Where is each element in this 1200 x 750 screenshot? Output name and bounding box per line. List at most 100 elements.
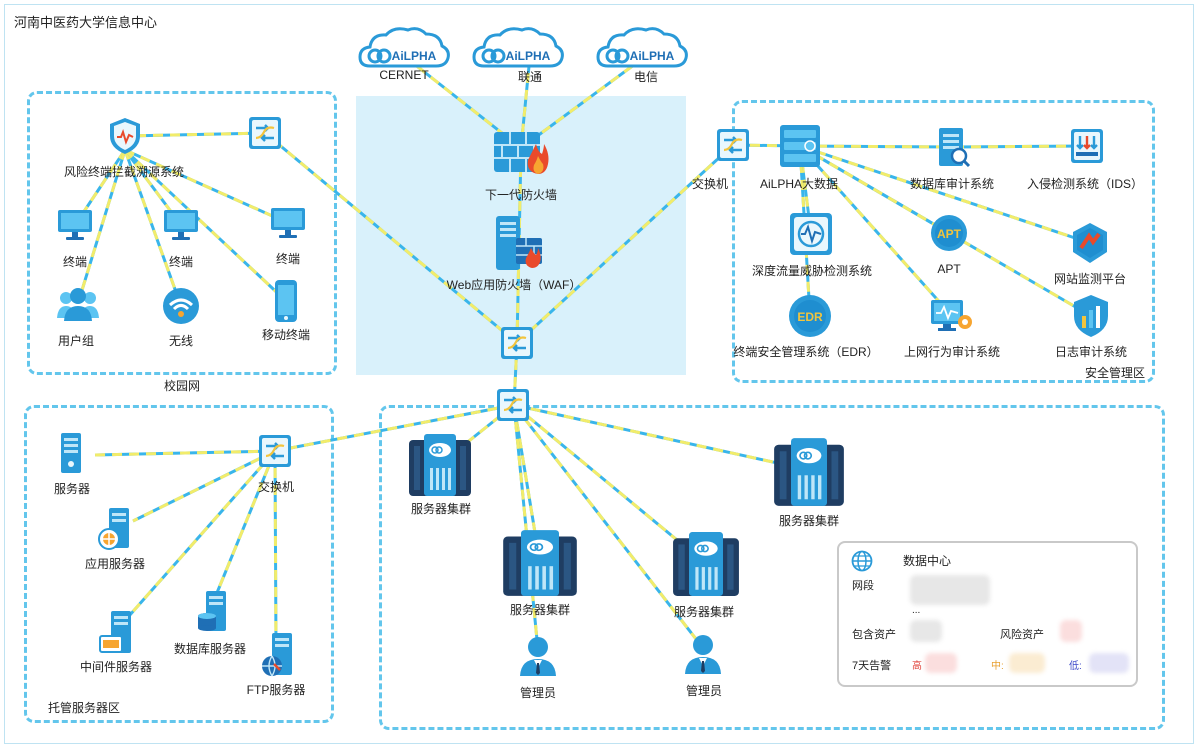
apt-icon: APT: [931, 215, 967, 251]
connection-line-dash: [799, 144, 955, 149]
terminal-3-label: 终端: [275, 252, 301, 266]
panel-title: 数据中心: [903, 554, 952, 568]
monitor-icon: [164, 210, 198, 240]
segment-ellipsis: ...: [912, 605, 921, 616]
wireless-label: 无线: [168, 334, 194, 348]
net-behavior-audit-icon: [931, 300, 972, 331]
deep-flow-label: 深度流量威胁检测系统: [751, 264, 873, 278]
mobile-phone-icon: [275, 280, 297, 322]
alert-mid-redacted: [1009, 653, 1045, 673]
ids-icon: [1071, 129, 1103, 163]
admin-1-label: 管理员: [519, 686, 557, 700]
alert-high-redacted: [925, 653, 957, 673]
assets-label: 包含资产: [852, 629, 896, 641]
db-audit-label: 数据库审计系统: [909, 177, 995, 191]
connection-line-dash: [515, 143, 735, 345]
core-switch-icon: [501, 327, 533, 359]
ids-label: 入侵检测系统（IDS）: [1026, 177, 1144, 191]
app-server-label: 应用服务器: [84, 557, 146, 571]
shield-icon: [110, 118, 140, 154]
cluster-3-label: 服务器集群: [509, 603, 571, 617]
connection-line: [513, 403, 810, 472]
mobile-label: 移动终端: [261, 328, 311, 342]
user-group-icon: [57, 288, 99, 321]
connection-line-dash: [132, 449, 276, 523]
connection-line-dash: [520, 54, 647, 150]
hosting-switch-icon: [259, 435, 291, 467]
connection-line-dash: [77, 149, 127, 301]
terminal-2-label: 终端: [168, 255, 194, 269]
connection-line-dash: [512, 404, 705, 649]
page-title: 河南中医药大学信息中心: [14, 15, 158, 30]
monitor-icon: [271, 208, 305, 238]
security-zone-label: 安全管理区: [1085, 366, 1146, 380]
connection-line-dash: [953, 144, 1088, 149]
connection-line-dash: [124, 131, 266, 138]
risk-label: 风险资产: [1000, 629, 1044, 641]
datacenter-info-panel: 数据中心 网段 ... 包含资产 风险资产 7天告警 高 中: 低:: [837, 541, 1138, 687]
campus-switch-icon: [249, 117, 281, 149]
security-switch-label: 交换机: [691, 177, 729, 191]
security-zone: [732, 100, 1155, 383]
hosting-zone-label: 托管服务器区: [48, 701, 121, 715]
svg-text:EDR: EDR: [797, 310, 823, 324]
connection-line-dash: [512, 404, 540, 651]
connection-line-dash: [123, 149, 183, 307]
hosting-zone: [24, 405, 334, 723]
alert-high-label: 高: [912, 661, 922, 672]
firewall-icon: [494, 132, 549, 174]
security-switch-icon: [717, 129, 749, 161]
user-group-label: 用户组: [57, 334, 95, 348]
ftp-server-icon: [262, 633, 292, 677]
connection-line: [799, 144, 1091, 245]
connection-line-dash: [124, 148, 289, 225]
alert-low-label: 低:: [1069, 661, 1082, 672]
admin-user-icon: [685, 635, 721, 674]
connection-line-dash: [515, 149, 523, 344]
log-audit-label: 日志审计系统: [1054, 345, 1128, 359]
apt-label: APT: [937, 262, 961, 276]
edr-icon: EDR: [789, 295, 831, 337]
bigdata-platform-icon: [780, 125, 820, 167]
server-cluster-icon: [409, 434, 471, 496]
alert-mid-label: 中:: [991, 661, 1004, 672]
svg-text:AiLPHA: AiLPHA: [392, 49, 437, 63]
svg-text:APT: APT: [937, 227, 962, 241]
unicom-cloud-icon: AiLPHA: [472, 27, 564, 68]
bigdata-label: AiLPHA大数据: [759, 177, 839, 191]
monitor-icon: [58, 210, 92, 240]
svg-text:AiLPHA: AiLPHA: [630, 49, 675, 63]
wifi-icon: [163, 288, 199, 324]
connection-line-dash: [210, 450, 277, 606]
connection-line: [273, 450, 278, 649]
segment-redacted: [910, 575, 990, 605]
risk-redacted: [1060, 620, 1082, 642]
server-label: 服务器: [53, 482, 91, 496]
hosting-switch-label: 交换机: [257, 480, 295, 494]
cernet-label: CERNET: [379, 68, 429, 82]
ftp-server-label: FTP服务器: [246, 683, 306, 697]
cluster-2-label: 服务器集群: [778, 514, 840, 528]
connection-line-dash: [512, 404, 542, 564]
server-cluster-icon: [774, 438, 844, 506]
middleware-label: 中间件服务器: [79, 660, 153, 674]
cluster-1-label: 服务器集群: [410, 502, 472, 516]
connection-line-dash: [123, 148, 288, 303]
connection-line-dash: [513, 403, 707, 566]
telecom-cloud-icon: AiLPHA: [596, 27, 688, 68]
alerts-label: 7天告警: [852, 660, 892, 672]
log-audit-icon: [1074, 295, 1108, 337]
server-cluster-icon: [503, 530, 577, 596]
middleware-server-icon: [99, 611, 131, 653]
admin-2-label: 管理员: [685, 684, 723, 698]
datacenter-switch-icon: [497, 389, 529, 421]
campus-zone-label: 校园网: [163, 379, 201, 393]
globe-icon: [851, 550, 873, 572]
web-monitor-label: 网站监测平台: [1053, 272, 1127, 286]
segment-label: 网段: [852, 580, 874, 592]
terminal-1-label: 终端: [62, 255, 88, 269]
waf-server-icon: [496, 216, 542, 270]
datacenter-zone: [379, 405, 1165, 730]
server-cluster-icon: [673, 532, 739, 596]
